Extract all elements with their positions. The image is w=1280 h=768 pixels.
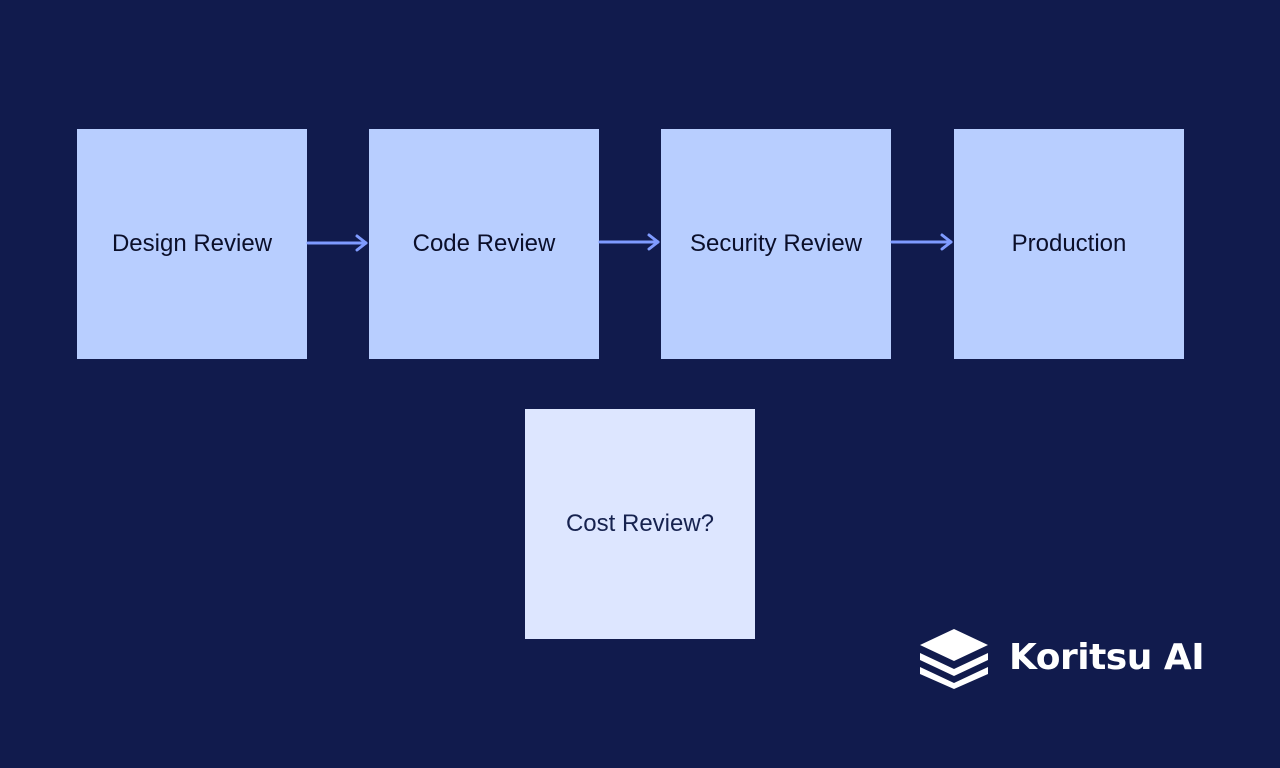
logo-text: Koritsu AI bbox=[1009, 637, 1205, 678]
stage-label: Code Review bbox=[412, 230, 556, 257]
stage-production: Production bbox=[954, 129, 1184, 359]
stage-cost-review-proposed: Cost Review? bbox=[525, 409, 755, 639]
stacked-layers-icon bbox=[920, 629, 988, 689]
arrow-design-to-code bbox=[306, 234, 368, 252]
arrow-code-to-security bbox=[598, 233, 660, 251]
stage-label: Cost Review? bbox=[565, 510, 715, 537]
koritsu-logo: Koritsu AI bbox=[917, 627, 1205, 689]
arrow-security-to-production bbox=[890, 233, 953, 251]
stage-label: Security Review bbox=[689, 230, 863, 257]
stage-label: Design Review bbox=[111, 230, 273, 257]
stage-security-review: Security Review bbox=[661, 129, 891, 359]
stage-code-review: Code Review bbox=[369, 129, 599, 359]
stage-label: Production bbox=[1011, 230, 1127, 257]
stage-design-review: Design Review bbox=[77, 129, 307, 359]
